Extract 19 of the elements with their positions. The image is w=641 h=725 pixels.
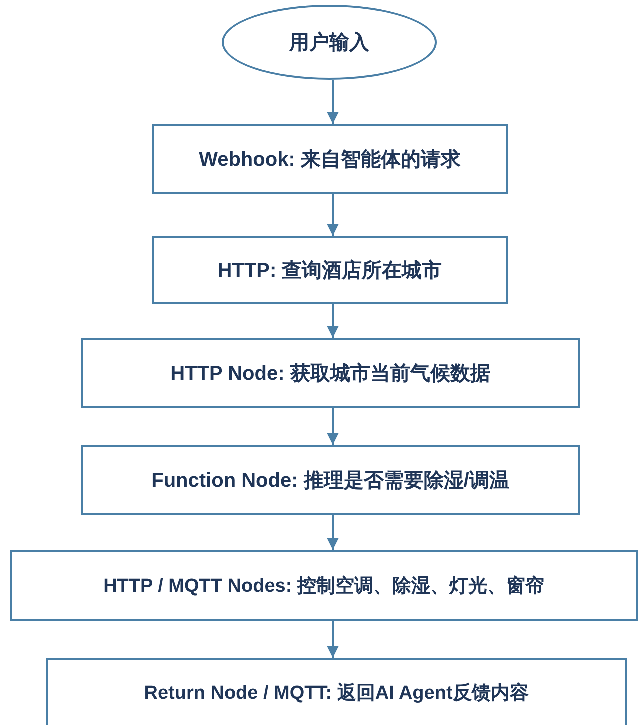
process-box (81, 445, 580, 515)
node-label: Function Node: 推理是否需要除湿/调温 (152, 468, 510, 494)
arrow (327, 515, 339, 550)
arrow (327, 194, 339, 236)
node-label: Webhook: 来自智能体的请求 (199, 148, 461, 172)
node-label: HTTP: 查询酒店所在城市 (218, 258, 442, 284)
arrow (327, 408, 339, 445)
process-box (81, 338, 580, 408)
process-box (46, 658, 627, 725)
arrow (327, 621, 339, 658)
node-label: Return Node / MQTT: 返回AI Agent反馈内容 (144, 682, 529, 706)
arrow (327, 80, 339, 124)
node-label: 用户输入 (290, 30, 370, 56)
node-label: HTTP Node: 获取城市当前气候数据 (170, 362, 490, 386)
node-label: HTTP / MQTT Nodes: 控制空调、除湿、灯光、窗帘 (104, 574, 544, 598)
process-box (152, 124, 508, 194)
arrow (327, 304, 339, 338)
process-box (152, 236, 508, 304)
process-box (10, 550, 638, 621)
